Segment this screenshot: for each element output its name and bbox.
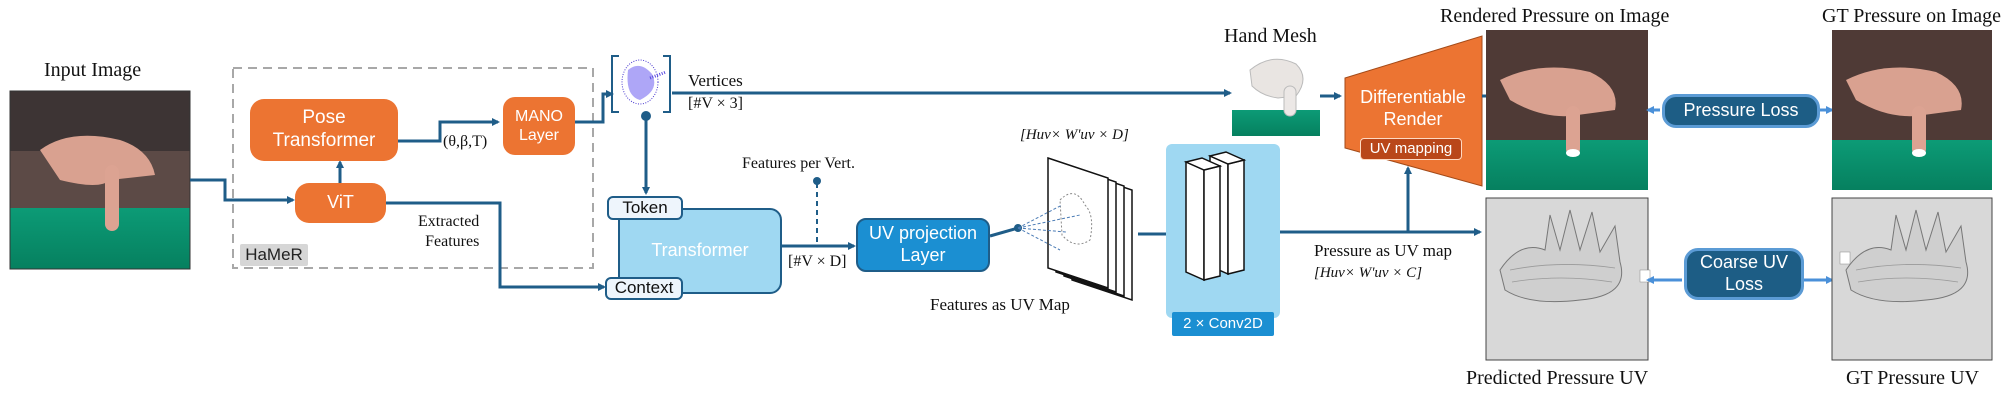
coarse-uv-loss-block: Coarse UV Loss (1684, 248, 1804, 300)
label-gt-pressure-image: GT Pressure on Image (1822, 5, 2002, 27)
hamer-tag: HaMeR (240, 244, 308, 266)
arrow-image-to-vit (190, 178, 295, 204)
context-block: Context (605, 277, 683, 300)
label-predicted-uv: Predicted Pressure UV (1466, 367, 1649, 389)
arrow-pose-to-mano (398, 118, 500, 143)
label-rendered-pressure: Rendered Pressure on Image (1440, 5, 1670, 27)
hamer-group-box (232, 67, 594, 269)
rendered-pressure-image (1486, 30, 1648, 190)
pose-transformer-block: Pose Transformer (250, 99, 398, 161)
label-pressure-as-uv: Pressure as UV map (1314, 241, 1453, 260)
features-uv-map-stack (1017, 156, 1133, 302)
arrow-vit-to-context (386, 201, 606, 291)
label-vertices-dim: [#V × 3] (688, 95, 743, 112)
differentiable-render-label: Differentiable Render (1360, 87, 1466, 129)
predicted-pressure-uv-image (1485, 197, 1651, 361)
label-vertices: Vertices (688, 71, 743, 90)
label-hand-mesh: Hand Mesh (1224, 25, 1317, 47)
label-features-per-vert: Features per Vert. (742, 155, 855, 172)
label-uvmap-dim: [Huv× W'uv × D] (1020, 127, 1129, 143)
gt-pressure-uv-image (1831, 197, 1993, 361)
token-block: Token (607, 196, 683, 220)
label-features-as-uv: Features as UV Map (930, 295, 1070, 314)
input-image (9, 90, 191, 270)
uv-projection-layer: UV projection Layer (856, 218, 990, 272)
hand-mesh-image (1232, 50, 1320, 136)
label-input-image: Input Image (44, 59, 142, 81)
pressure-loss-block: Pressure Loss (1662, 94, 1820, 128)
label-extracted-features: Extracted Features (418, 213, 480, 250)
vit-block: ViT (295, 183, 386, 223)
gt-pressure-image (1832, 30, 1992, 190)
label-vd-dim: [#V × D] (788, 253, 847, 270)
arrow-mano-to-vertices (574, 90, 614, 124)
label-gt-uv: GT Pressure UV (1846, 367, 1979, 389)
conv2d-label: 2 × Conv2D (1172, 312, 1274, 336)
label-theta-beta-t: (θ,β,T) (443, 133, 488, 150)
uv-mapping-tag: UV mapping (1360, 138, 1462, 160)
mano-layer-block: MANO Layer (503, 97, 575, 155)
conv2d-blocks (1183, 151, 1247, 282)
vertices-pointcloud-icon (611, 55, 671, 113)
label-pressure-uv-dim: [Huv× W'uv × C] (1314, 265, 1423, 281)
arrow-uvproj-to-uvmap (989, 226, 1019, 238)
